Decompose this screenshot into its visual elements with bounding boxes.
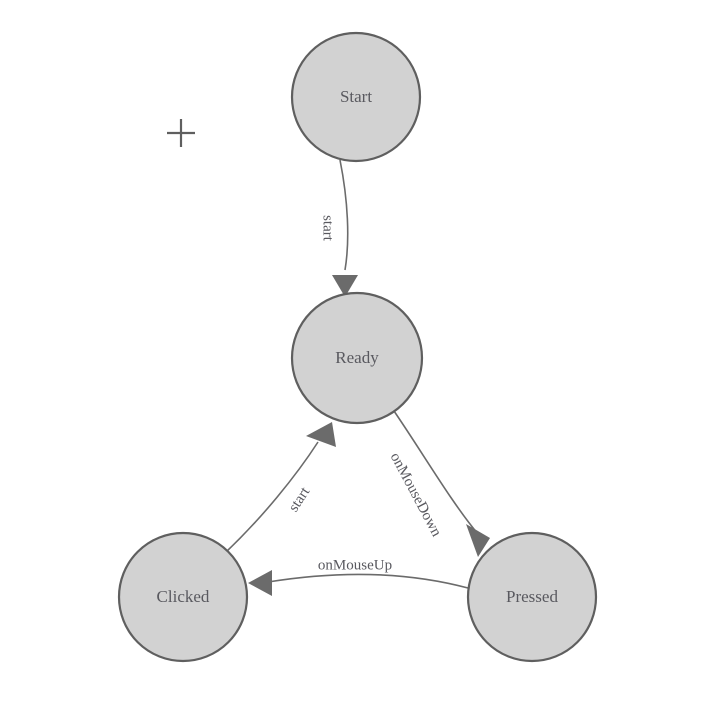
node-ready[interactable]: Ready [290, 291, 424, 425]
edge-ready-to-pressed[interactable]: onMouseDown [387, 410, 490, 557]
node-circle [466, 531, 598, 663]
node-circle [117, 531, 249, 663]
arrow-head-icon [466, 524, 490, 557]
arrow-head-icon [248, 570, 272, 596]
edge-path [339, 159, 349, 271]
nodes-layer: Start Ready Clicked Pressed [117, 31, 598, 663]
edge-label-start-to-ready: start [320, 215, 336, 242]
crosshair-marker[interactable] [167, 119, 195, 147]
edge-label-pressed-to-clicked: onMouseUp [318, 557, 392, 573]
node-clicked[interactable]: Clicked [117, 531, 249, 663]
edge-path [224, 441, 319, 554]
arrow-head-icon [332, 275, 358, 297]
edge-path [393, 410, 479, 535]
edge-path [267, 573, 469, 589]
node-circle [290, 291, 424, 425]
arrow-head-icon [306, 422, 336, 447]
edge-label-clicked-to-ready: start [286, 484, 314, 515]
node-start[interactable]: Start [290, 31, 422, 163]
edge-pressed-to-clicked[interactable]: onMouseUp [248, 557, 469, 596]
edge-clicked-to-ready[interactable]: start [224, 422, 336, 554]
node-pressed[interactable]: Pressed [466, 531, 598, 663]
node-circle [290, 31, 422, 163]
edge-label-ready-to-pressed: onMouseDown [387, 450, 445, 540]
edge-start-to-ready[interactable]: start [320, 159, 358, 297]
